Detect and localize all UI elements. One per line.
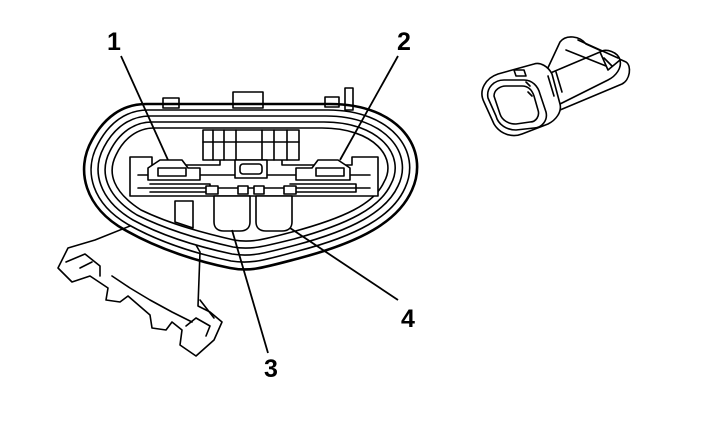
center-latch	[202, 129, 300, 179]
connector-isometric-view	[481, 36, 631, 137]
terminal-3	[205, 185, 251, 232]
housing-top-tabs	[162, 87, 354, 111]
terminal-2	[289, 159, 357, 193]
callout-2: 2	[397, 28, 411, 56]
leader-2	[339, 55, 399, 161]
leader-4	[289, 227, 399, 301]
connector-housing	[82, 102, 419, 271]
leader-1	[120, 55, 169, 161]
leader-3	[231, 229, 269, 354]
terminal-4	[253, 185, 297, 232]
callout-1: 1	[107, 28, 121, 56]
mounting-bracket	[57, 225, 223, 357]
housing-slot	[174, 200, 194, 229]
callout-3: 3	[264, 355, 278, 383]
callout-4: 4	[401, 305, 415, 333]
leader-lines	[120, 55, 399, 354]
